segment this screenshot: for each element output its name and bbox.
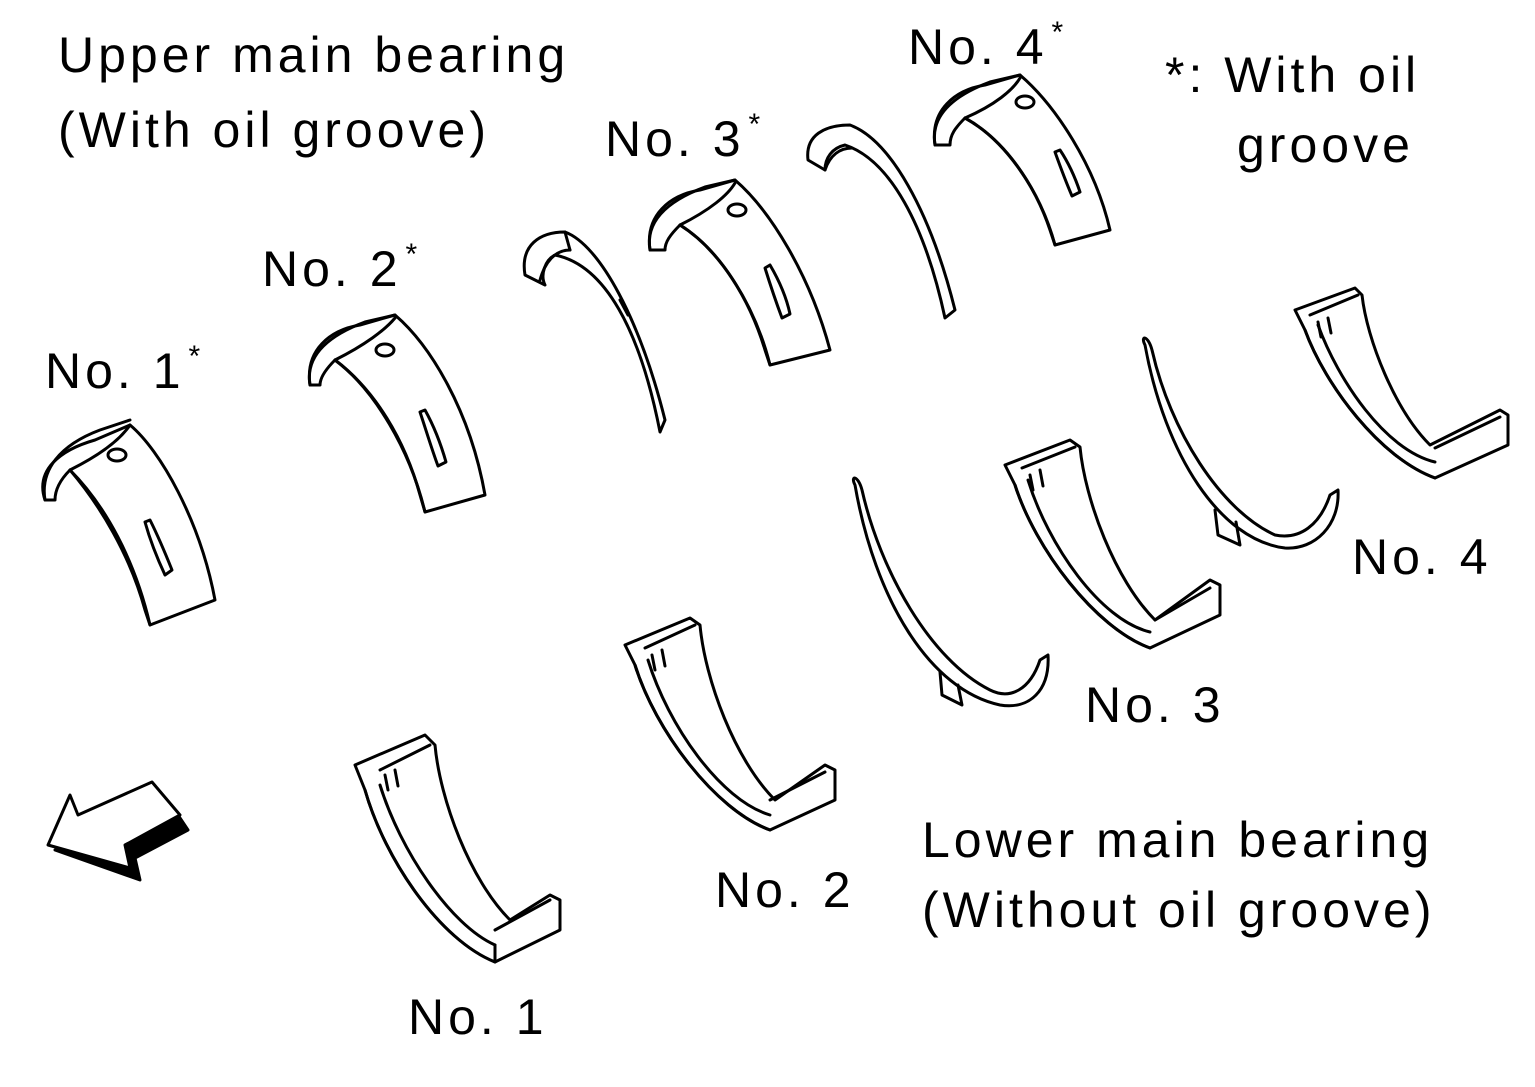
lower-bearing-no4 xyxy=(1293,286,1510,480)
lower-bearing-no1 xyxy=(353,733,562,964)
upper-label-no2: No. 2* xyxy=(262,238,418,297)
front-direction-arrow-icon xyxy=(46,780,190,882)
lower-label-no3: No. 3 xyxy=(1085,677,1225,733)
lower-bearing-no2 xyxy=(623,616,837,832)
upper-label-no1: No. 1* xyxy=(45,340,201,399)
lower-bearing-no3 xyxy=(1003,438,1222,650)
upper-bearing-no4 xyxy=(932,73,1112,247)
legend-line1: *: With oil xyxy=(1165,47,1421,103)
lower-thrust-washer-b xyxy=(1141,336,1340,550)
lower-label-no1: No. 1 xyxy=(408,989,548,1045)
lower-label-no4: No. 4 xyxy=(1352,529,1492,585)
lower-thrust-washer-a xyxy=(851,476,1050,708)
upper-bearing-no3 xyxy=(647,178,832,367)
upper-title-line2: (With oil groove) xyxy=(58,102,490,158)
lower-title-line2: (Without oil groove) xyxy=(922,882,1436,938)
upper-bearing-no2 xyxy=(307,313,487,514)
legend-line2: groove xyxy=(1237,117,1414,173)
lower-title-line1: Lower main bearing xyxy=(922,812,1434,868)
upper-label-no3: No. 3* xyxy=(605,108,761,167)
upper-thrust-washer-b xyxy=(806,123,957,320)
upper-title-line1: Upper main bearing xyxy=(58,27,570,83)
lower-label-no2: No. 2 xyxy=(715,862,855,918)
upper-bearing-no1 xyxy=(41,418,217,627)
upper-thrust-washer-a xyxy=(522,230,667,434)
upper-label-no4: No. 4* xyxy=(908,16,1064,75)
